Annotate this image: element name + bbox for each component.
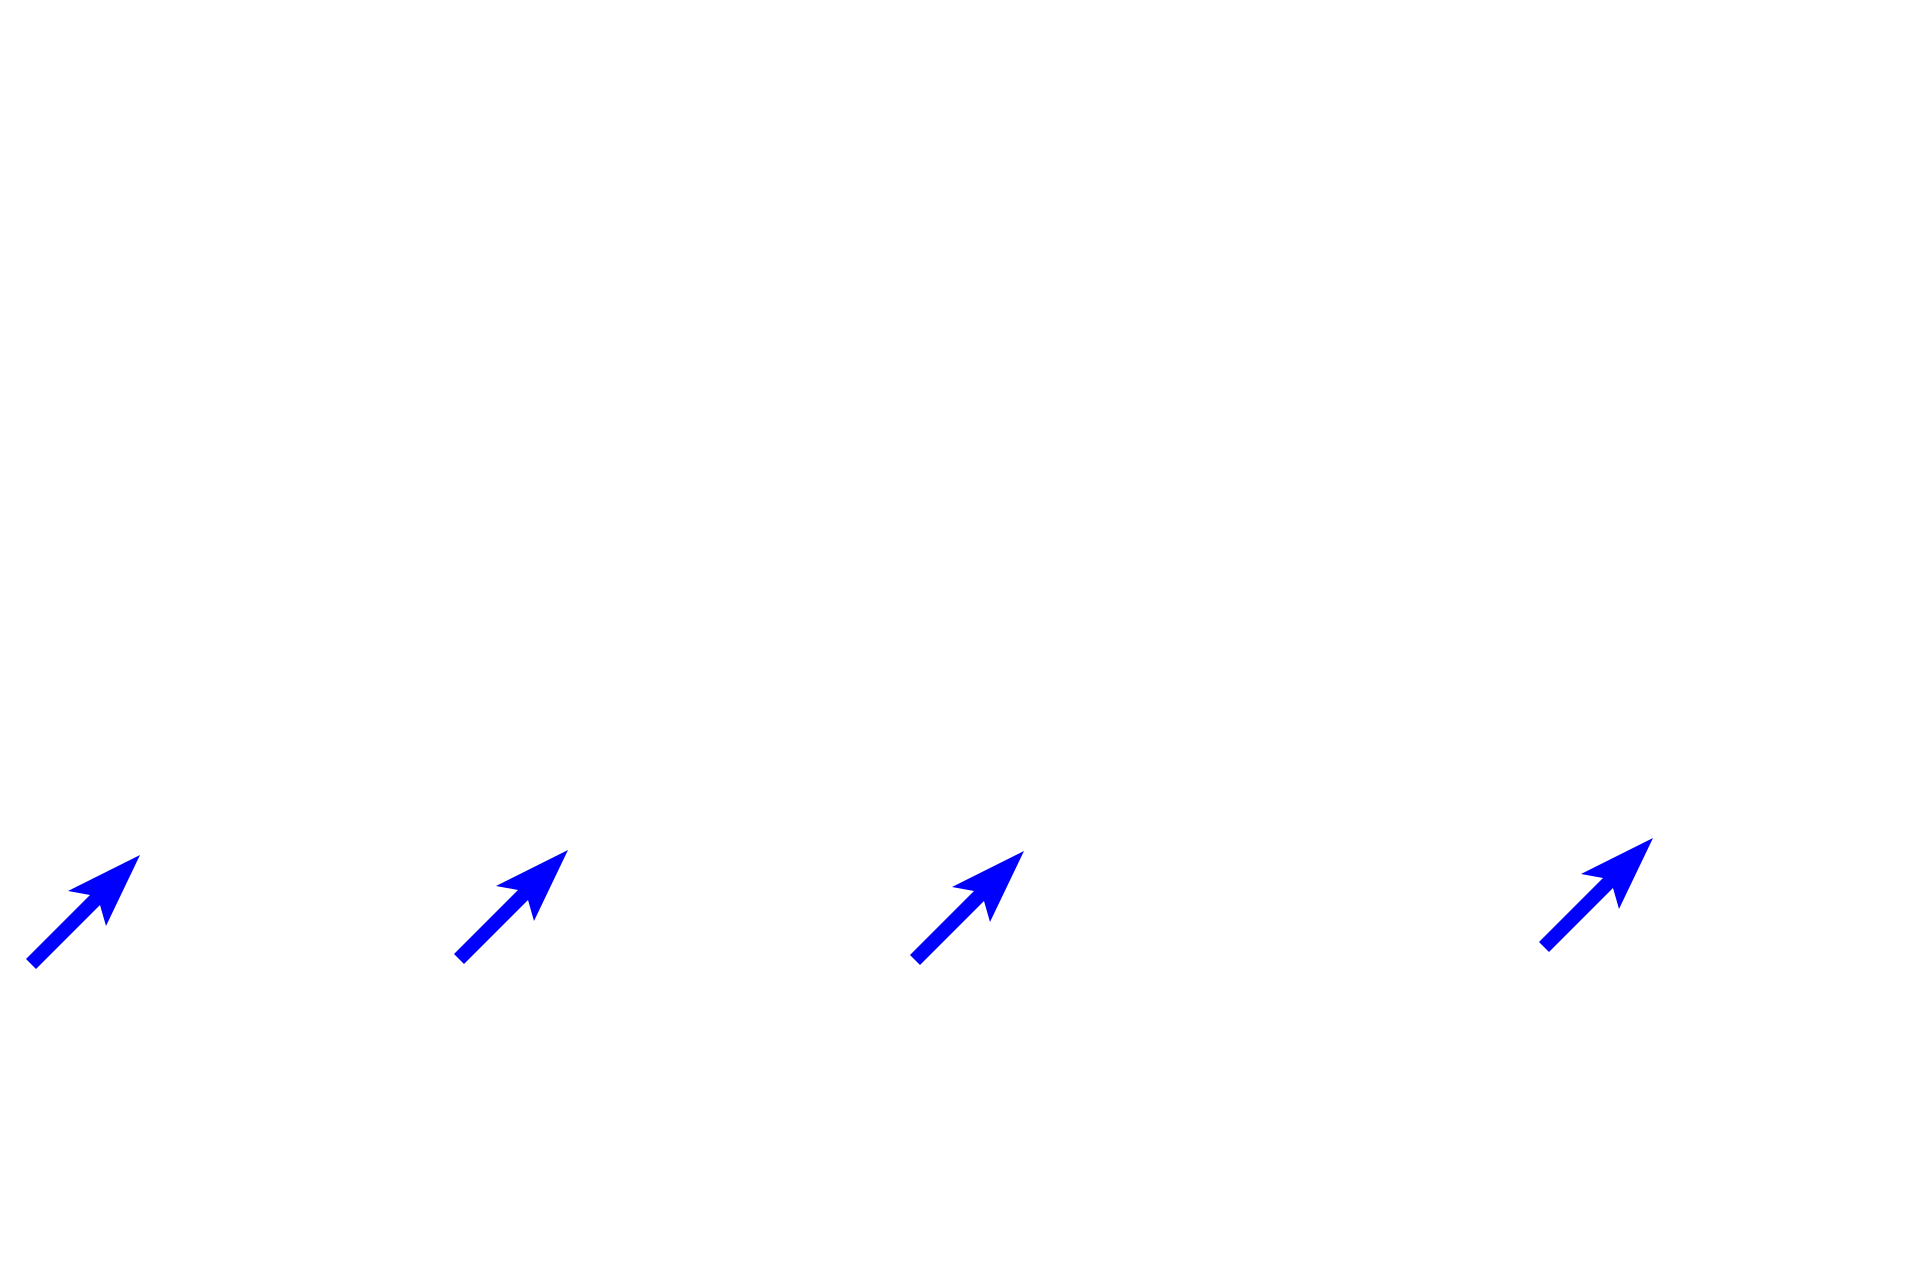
arrow-up-right-icon bbox=[454, 850, 568, 964]
arrow-group bbox=[26, 838, 1653, 969]
arrow-up-right-icon bbox=[910, 851, 1024, 965]
arrow-up-right-icon bbox=[1539, 838, 1653, 952]
arrow-up-right-icon bbox=[26, 855, 140, 969]
